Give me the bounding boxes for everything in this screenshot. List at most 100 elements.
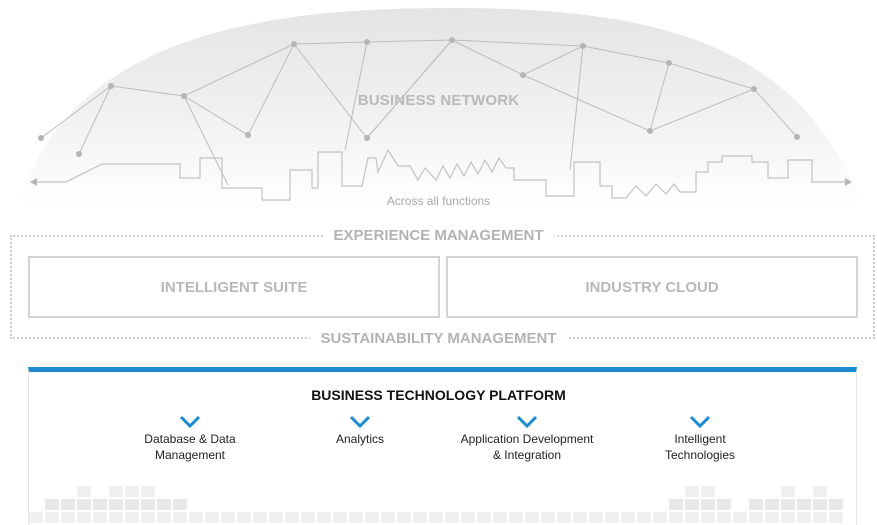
pattern-block [765, 499, 779, 510]
left-arrow-icon [30, 178, 37, 186]
pattern-block [365, 512, 379, 523]
across-all-functions-label: Across all functions [386, 194, 491, 208]
pattern-block [429, 512, 443, 523]
pattern-block [781, 486, 795, 497]
pattern-block [109, 499, 123, 510]
network-node [666, 60, 672, 66]
pattern-block [413, 512, 427, 523]
pattern-block [141, 512, 155, 523]
pattern-block [205, 512, 219, 523]
pattern-block [749, 499, 763, 510]
pattern-block [509, 512, 523, 523]
pattern-block [557, 512, 571, 523]
pattern-block [685, 499, 699, 510]
pattern-block [29, 512, 43, 523]
pattern-block [781, 512, 795, 523]
pattern-block [301, 512, 315, 523]
pattern-block [701, 486, 715, 497]
pattern-block [237, 512, 251, 523]
industry-cloud-box: INDUSTRY CLOUD [446, 256, 858, 318]
pattern-block [189, 512, 203, 523]
network-node [181, 93, 187, 99]
pattern-block [77, 486, 91, 497]
pattern-block [781, 499, 795, 510]
pattern-block [813, 499, 827, 510]
pattern-block [173, 499, 187, 510]
pattern-block [125, 499, 139, 510]
pillar-label: Application Development & Integration [460, 432, 594, 462]
pillar-label: Analytics [335, 432, 385, 446]
network-node [76, 151, 82, 157]
pattern-block [573, 512, 587, 523]
chevron-down-icon [179, 415, 201, 429]
pattern-block [829, 499, 843, 510]
pattern-block [621, 512, 635, 523]
pattern-block [525, 512, 539, 523]
pillar-label: Intelligent Technologies [664, 432, 736, 462]
pillar-app-dev: Application Development & Integration [442, 415, 612, 463]
pattern-block [765, 512, 779, 523]
pattern-block [125, 486, 139, 497]
pattern-block [61, 499, 75, 510]
pattern-block [605, 512, 619, 523]
pattern-block [749, 512, 763, 523]
pattern-block [797, 512, 811, 523]
pattern-block [221, 512, 235, 523]
pattern-block [637, 512, 651, 523]
pillar-database: Database & Data Management [105, 415, 275, 463]
sustainability-management-label: SUSTAINABILITY MANAGEMENT [0, 330, 877, 347]
right-arrow-icon [845, 178, 852, 186]
network-node [520, 72, 526, 78]
pattern-block [461, 512, 475, 523]
pattern-block [93, 499, 107, 510]
dome-shape [18, 8, 862, 205]
decorative-block-pattern [29, 486, 843, 523]
sustainability-management-text: SUSTAINABILITY MANAGEMENT [310, 330, 567, 347]
pattern-block [669, 512, 683, 523]
pattern-block [45, 512, 59, 523]
pattern-block [157, 512, 171, 523]
pattern-block [349, 512, 363, 523]
business-network-dome [18, 8, 862, 205]
experience-management-label: EXPERIENCE MANAGEMENT [0, 227, 877, 244]
pattern-block [477, 512, 491, 523]
pattern-block [685, 486, 699, 497]
network-node [364, 135, 370, 141]
pattern-block [669, 499, 683, 510]
network-nodes [38, 37, 800, 157]
pattern-block [701, 512, 715, 523]
pattern-block [717, 499, 731, 510]
network-node [580, 43, 586, 49]
skyline-outline [30, 148, 846, 201]
pillar-analytics: Analytics [275, 415, 445, 447]
business-network-title: BUSINESS NETWORK [357, 92, 520, 109]
pattern-block [397, 512, 411, 523]
pattern-block [685, 512, 699, 523]
pillar-intelligent-tech: Intelligent Technologies [615, 415, 785, 463]
network-node [108, 83, 114, 89]
pattern-block [701, 499, 715, 510]
pattern-block [493, 512, 507, 523]
pattern-block [733, 512, 747, 523]
pattern-block [125, 512, 139, 523]
pattern-block [77, 512, 91, 523]
network-node [38, 135, 44, 141]
pattern-block [813, 512, 827, 523]
pattern-block [829, 512, 843, 523]
intelligent-suite-box: INTELLIGENT SUITE [28, 256, 440, 318]
pattern-block [269, 512, 283, 523]
platform-title: BUSINESS TECHNOLOGY PLATFORM [311, 387, 566, 403]
business-technology-platform-panel [28, 367, 857, 525]
pattern-block [653, 512, 667, 523]
pillar-label: Database & Data Management [144, 432, 236, 462]
network-node [245, 132, 251, 138]
pattern-block [45, 499, 59, 510]
chevron-down-icon [689, 415, 711, 429]
pattern-block [141, 486, 155, 497]
network-node [751, 86, 757, 92]
pattern-block [717, 512, 731, 523]
pattern-block [141, 499, 155, 510]
pattern-block [445, 512, 459, 523]
pattern-block [285, 512, 299, 523]
pattern-block [797, 499, 811, 510]
